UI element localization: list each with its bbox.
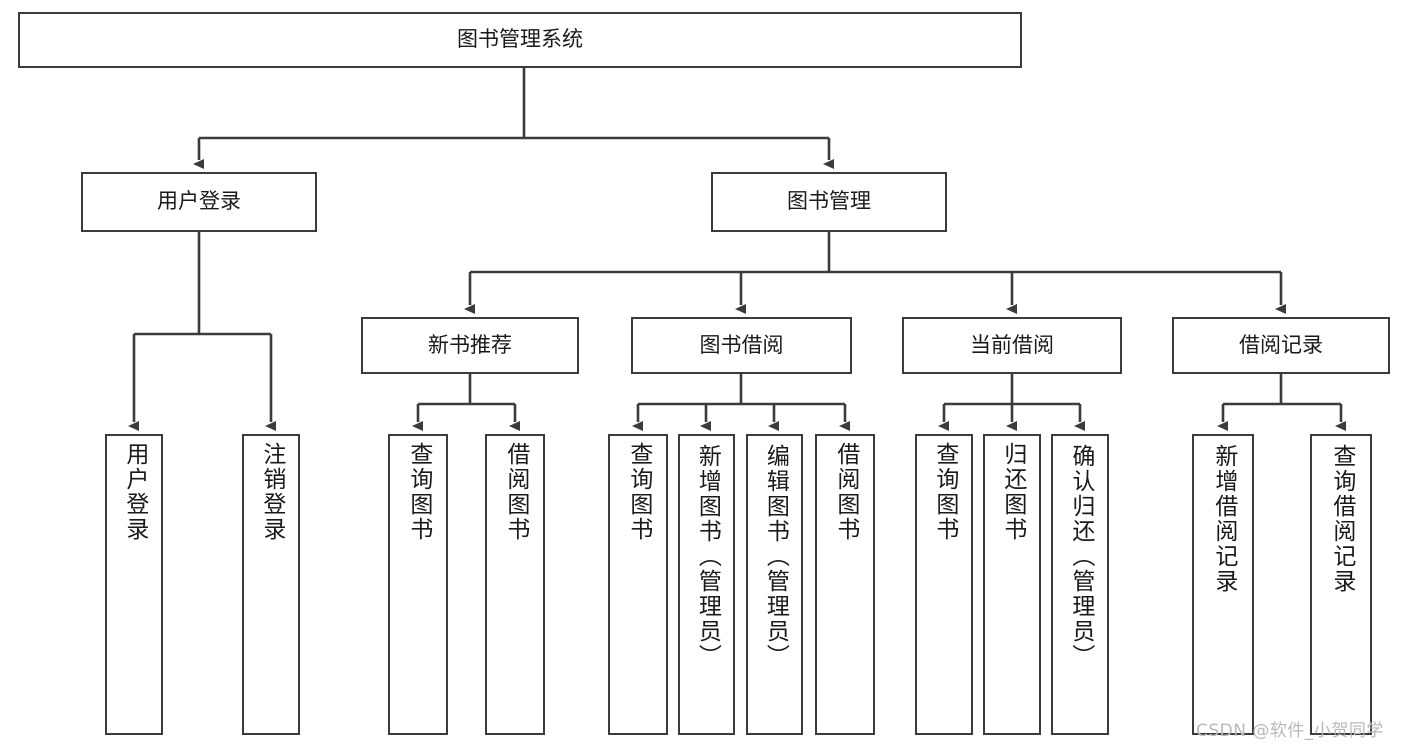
node-leaf-5[interactable]: 新增图书（管理员） [678,434,735,735]
node-level3-0-label: 新书推荐 [428,332,512,357]
node-level2-0-label: 用户登录 [157,189,241,214]
node-leaf-7-label: 借阅图书 [832,442,859,542]
node-leaf-1[interactable]: 注销登录 [242,434,300,735]
node-leaf-11-label: 新增借阅记录 [1210,444,1237,594]
node-leaf-11[interactable]: 新增借阅记录 [1192,434,1254,735]
node-level3-1[interactable]: 图书借阅 [631,317,852,374]
node-leaf-1-label: 注销登录 [258,442,285,542]
node-level3-3-label: 借阅记录 [1239,332,1323,357]
watermark-text: CSDN @软件_小贺同学 [1196,721,1384,741]
node-leaf-6-label: 编辑图书（管理员） [762,444,789,669]
node-level3-2-label: 当前借阅 [970,332,1054,357]
node-leaf-9-label: 归还图书 [999,442,1026,542]
node-level3-2[interactable]: 当前借阅 [902,317,1122,374]
node-leaf-2[interactable]: 查询图书 [388,434,448,735]
node-level3-0[interactable]: 新书推荐 [361,317,579,374]
node-leaf-0[interactable]: 用户登录 [105,434,163,735]
node-root-label: 图书管理系统 [457,27,583,52]
node-root[interactable]: 图书管理系统 [18,12,1022,68]
node-leaf-9[interactable]: 归还图书 [983,434,1041,735]
node-leaf-8[interactable]: 查询图书 [915,434,973,735]
node-level2-1[interactable]: 图书管理 [711,172,947,232]
node-leaf-10-label: 确认归还（管理员） [1067,444,1094,669]
node-level2-1-label: 图书管理 [787,189,871,214]
edge-group [128,68,1346,431]
node-leaf-2-label: 查询图书 [405,442,432,542]
node-leaf-5-label: 新增图书（管理员） [694,444,721,669]
node-leaf-12[interactable]: 查询借阅记录 [1310,434,1372,735]
node-level2-0[interactable]: 用户登录 [81,172,317,232]
node-leaf-8-label: 查询图书 [931,442,958,542]
node-level3-1-label: 图书借阅 [699,332,784,357]
node-leaf-7[interactable]: 借阅图书 [815,434,875,735]
node-leaf-10[interactable]: 确认归还（管理员） [1051,434,1109,735]
node-leaf-12-label: 查询借阅记录 [1328,444,1355,594]
node-leaf-3-label: 借阅图书 [502,442,529,542]
node-leaf-0-label: 用户登录 [121,442,148,542]
node-leaf-6[interactable]: 编辑图书（管理员） [746,434,803,735]
node-leaf-4[interactable]: 查询图书 [608,434,668,735]
node-leaf-4-label: 查询图书 [625,442,652,542]
node-leaf-3[interactable]: 借阅图书 [485,434,545,735]
node-level3-3[interactable]: 借阅记录 [1172,317,1390,374]
